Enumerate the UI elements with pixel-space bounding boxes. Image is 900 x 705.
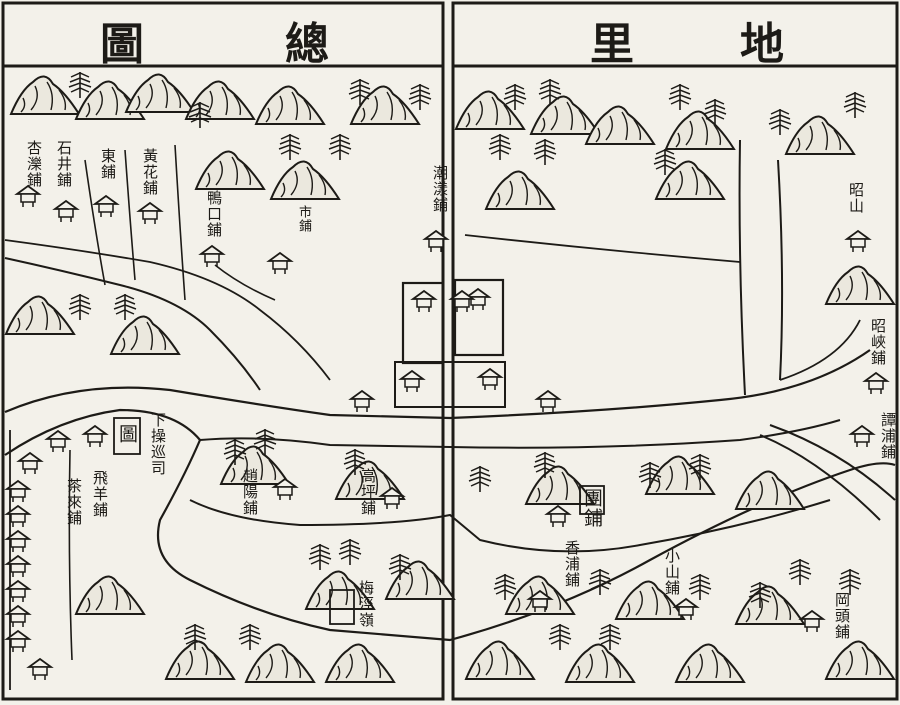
label-feiyang-pu: 飛羊鋪 bbox=[91, 470, 109, 518]
right-stream-a bbox=[738, 139, 746, 396]
label-tuan-pu: 團鋪 bbox=[581, 488, 603, 528]
tuan-box bbox=[579, 485, 605, 515]
label-gangtou-pu: 岡頭鋪 bbox=[833, 592, 851, 640]
southern-mountain-range bbox=[75, 445, 895, 683]
label-huanghua-pu: 黃花鋪 bbox=[141, 148, 159, 196]
main-river-north-bank bbox=[4, 349, 871, 420]
left-tributary bbox=[4, 257, 261, 391]
label-zhaoxia-pu: 昭峽鋪 bbox=[869, 318, 887, 366]
label-yakou-pu: 鴨口鋪 bbox=[205, 190, 223, 238]
tu-box bbox=[113, 417, 141, 455]
label-shijing-pu: 石井鋪 bbox=[55, 140, 73, 188]
right-page-frame bbox=[451, 1, 899, 701]
road-branch-a bbox=[84, 159, 106, 286]
label-xiaoshan-pu: 小山鋪 bbox=[663, 548, 681, 596]
city-wall-right bbox=[453, 278, 505, 357]
title-glyph-zong: 總 bbox=[285, 19, 329, 70]
label-yuanhe-pu: 潮漾鋪 bbox=[431, 165, 449, 213]
title-glyph-tu: 圖 bbox=[100, 19, 144, 70]
right-river-channel bbox=[759, 434, 881, 521]
label-gaoping-pu: 高坪鋪 bbox=[359, 468, 377, 516]
right-plain-boundary bbox=[464, 234, 741, 263]
river-inner-bank bbox=[199, 419, 841, 449]
label-meijing: 梅涇嶺 bbox=[357, 580, 375, 628]
right-stream-c bbox=[779, 319, 861, 381]
road-branch-b bbox=[124, 149, 136, 281]
left-road-spine bbox=[68, 449, 73, 661]
right-river-channel-2 bbox=[769, 424, 896, 501]
label-tu-mark: 圖 bbox=[116, 424, 138, 444]
label-xiangfu-pu: 香浦鋪 bbox=[563, 540, 581, 588]
label-zhaoshan: 昭山 bbox=[847, 182, 865, 214]
label-upper-pu: 市鋪 bbox=[296, 205, 311, 233]
northern-mountain-range bbox=[5, 73, 895, 355]
label-xingli-pu: 杏濼鋪 bbox=[25, 140, 43, 188]
label-jianglai-pu: 茶來鋪 bbox=[65, 478, 83, 526]
city-wall-lower bbox=[394, 361, 506, 408]
road-branch-c bbox=[174, 144, 186, 301]
road-branch-d bbox=[214, 264, 276, 301]
label-dong-pu: 東鋪 bbox=[99, 148, 117, 180]
title-glyph-di: 地 bbox=[740, 19, 784, 70]
label-zhaoyang-pu: 趙陽鋪 bbox=[241, 468, 259, 516]
title-glyph-li: 里 bbox=[590, 19, 634, 70]
label-xiaxun-si: 下操巡司 bbox=[149, 412, 167, 476]
label-tanfu-pu: 譚浦鋪 bbox=[879, 412, 897, 460]
river-island-bank bbox=[189, 499, 831, 553]
left-tributary-bank bbox=[4, 239, 331, 381]
right-stream-b bbox=[777, 159, 784, 381]
meijing-box bbox=[329, 589, 355, 625]
